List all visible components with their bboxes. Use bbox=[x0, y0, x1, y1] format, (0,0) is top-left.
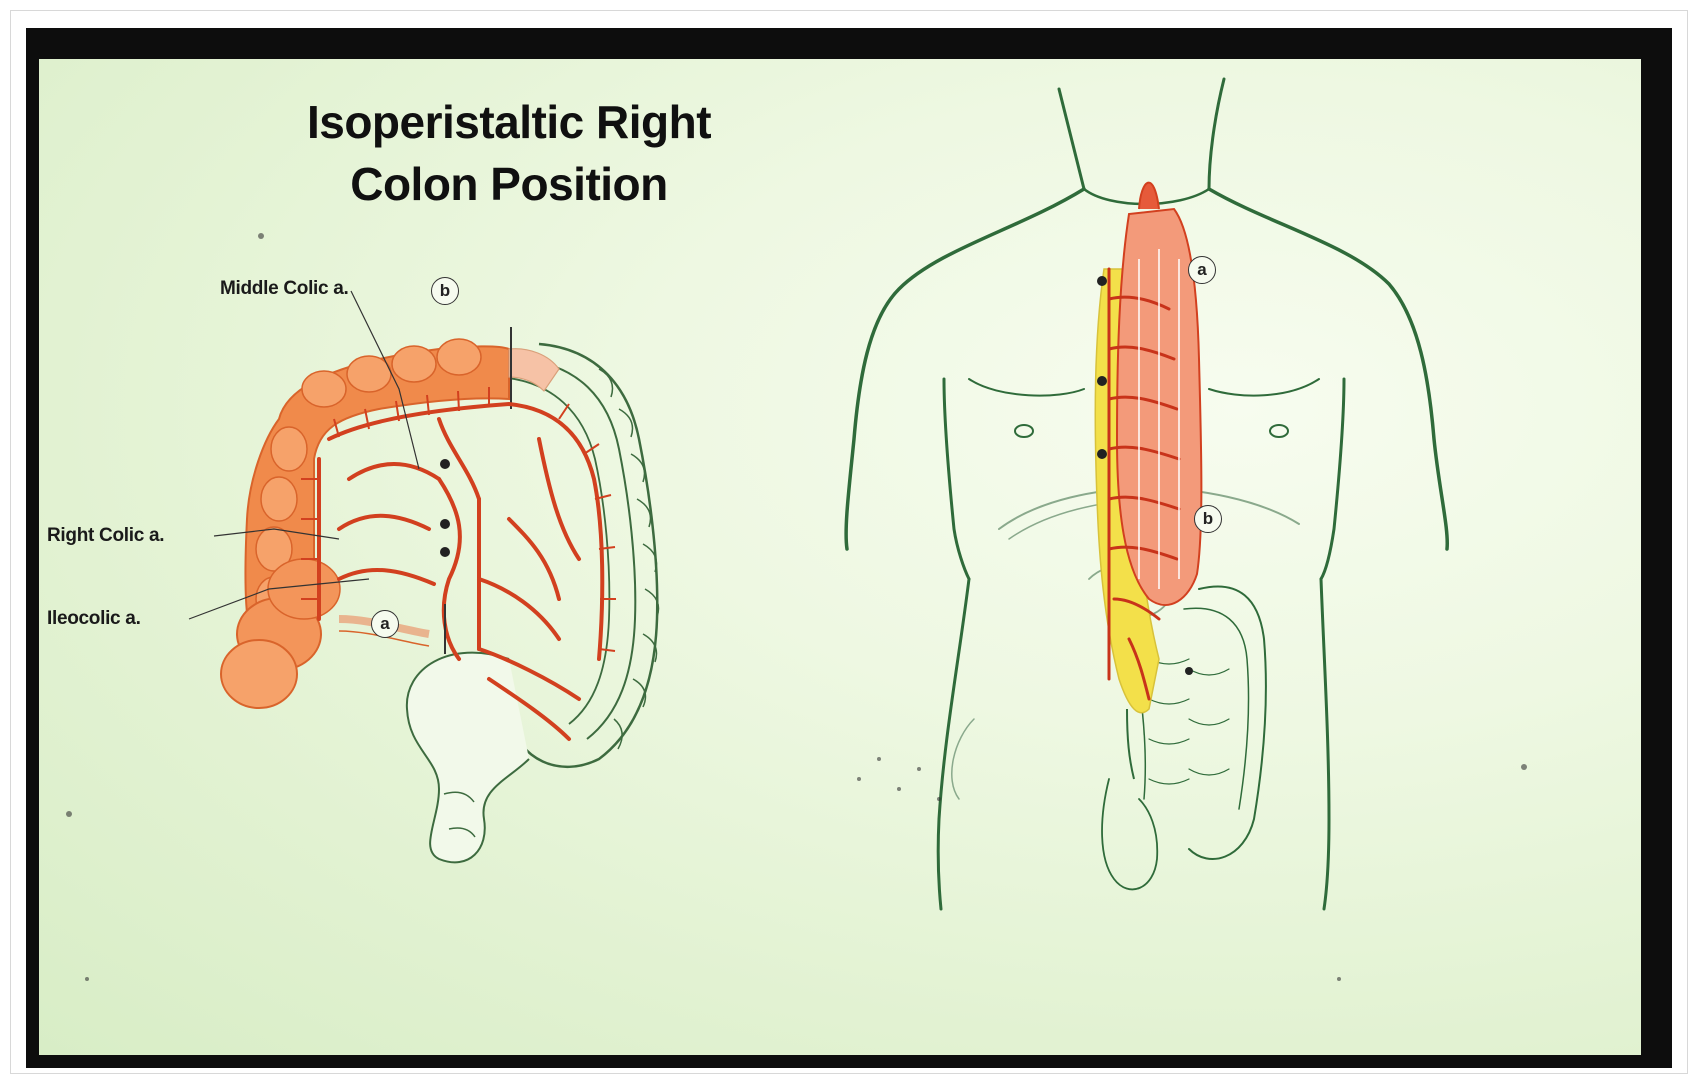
label-middle-colic-artery: Middle Colic a. bbox=[220, 278, 349, 300]
label-ileocolic-artery: Ileocolic a. bbox=[47, 608, 141, 630]
slide-panel: Isoperistaltic Right Colon Position Midd… bbox=[39, 59, 1641, 1055]
slide-title: Isoperistaltic Right Colon Position bbox=[229, 91, 789, 215]
marker-a-right: a bbox=[1188, 256, 1216, 284]
title-line-2: Colon Position bbox=[229, 153, 789, 215]
colon-diagram bbox=[189, 291, 659, 862]
label-right-colic-artery: Right Colic a. bbox=[47, 525, 164, 547]
transposed-colon bbox=[1095, 183, 1201, 779]
marker-b-left: b bbox=[431, 277, 459, 305]
marker-b-right: b bbox=[1194, 505, 1222, 533]
marker-a-left: a bbox=[371, 610, 399, 638]
title-line-1: Isoperistaltic Right bbox=[229, 91, 789, 153]
